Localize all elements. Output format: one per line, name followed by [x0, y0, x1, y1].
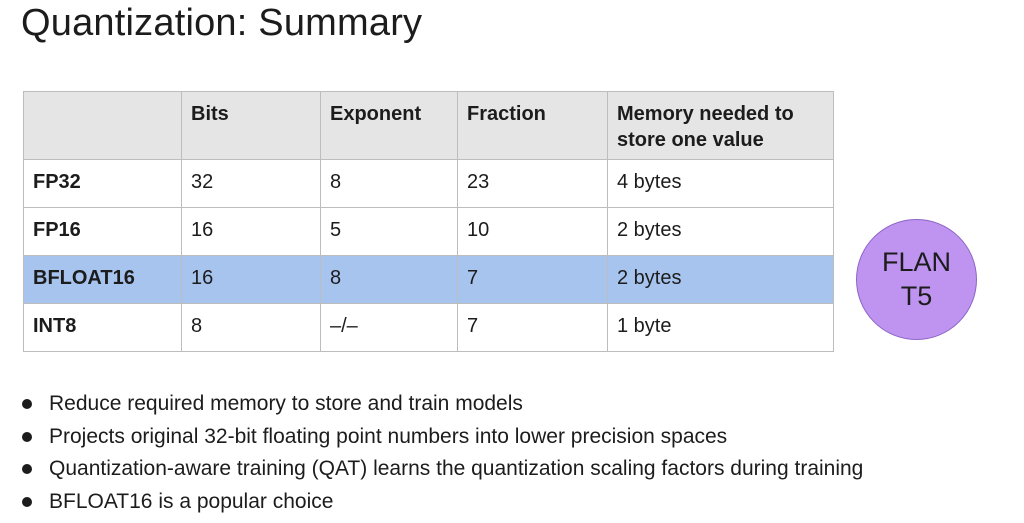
badge-line2: T5	[900, 280, 933, 311]
cell-exponent: 8	[320, 159, 458, 208]
bullet-dot-icon	[22, 431, 32, 442]
bullet-item: Quantization-aware training (QAT) learns…	[22, 453, 1012, 486]
header-cell-fraction: Fraction	[457, 91, 608, 160]
cell-bits: 32	[181, 159, 321, 208]
table-row-fp32: FP32 32 8 23 4 bytes	[23, 159, 834, 208]
cell-fraction: 7	[457, 255, 608, 304]
table-row-fp16: FP16 16 5 10 2 bytes	[23, 207, 834, 256]
row-label: BFLOAT16	[23, 255, 182, 304]
badge-line1: FLAN	[881, 246, 952, 277]
cell-bits: 8	[181, 303, 321, 352]
bullet-dot-icon	[22, 464, 32, 474]
bullet-item: Reduce required memory to store and trai…	[22, 388, 1012, 421]
cell-exponent: –/–	[320, 303, 458, 352]
header-cell-memory: Memory needed to store one value	[607, 91, 834, 160]
bullet-text: Quantization-aware training (QAT) learns…	[49, 457, 864, 480]
cell-fraction: 23	[457, 159, 608, 208]
bullet-dot-icon	[22, 399, 32, 409]
cell-memory: 4 bytes	[607, 159, 834, 208]
bullet-item: Projects original 32-bit floating point …	[22, 421, 1012, 454]
table-row-bfloat16-highlighted: BFLOAT16 16 8 7 2 bytes	[23, 255, 834, 304]
cell-fraction: 10	[457, 207, 608, 256]
flan-t5-badge: FLAN T5	[856, 219, 977, 340]
header-cell-exponent: Exponent	[320, 91, 458, 160]
row-label: INT8	[23, 303, 182, 352]
row-label: FP32	[23, 159, 182, 208]
bullet-dot-icon	[22, 496, 32, 507]
row-label: FP16	[23, 207, 182, 256]
cell-fraction: 7	[457, 303, 608, 352]
table-row-int8: INT8 8 –/– 7 1 byte	[23, 303, 834, 352]
cell-exponent: 8	[320, 255, 458, 304]
quantization-table: Bits Exponent Fraction Memory needed to …	[23, 91, 834, 352]
cell-bits: 16	[181, 207, 321, 256]
cell-memory: 1 byte	[607, 303, 834, 352]
bullet-item: BFLOAT16 is a popular choice	[22, 486, 1012, 519]
bullet-list: Reduce required memory to store and trai…	[22, 388, 1012, 518]
table-header-row: Bits Exponent Fraction Memory needed to …	[23, 91, 834, 160]
header-cell-empty	[23, 91, 182, 160]
cell-exponent: 5	[320, 207, 458, 256]
bullet-text: Reduce required memory to store and trai…	[49, 392, 523, 415]
cell-memory: 2 bytes	[607, 207, 834, 256]
bullet-text: Projects original 32-bit floating point …	[49, 424, 728, 448]
cell-memory: 2 bytes	[607, 255, 834, 304]
cell-bits: 16	[181, 255, 321, 304]
header-cell-bits: Bits	[181, 91, 321, 160]
bullet-text: BFLOAT16 is a popular choice	[49, 489, 334, 513]
slide-title: Quantization: Summary	[21, 2, 423, 44]
